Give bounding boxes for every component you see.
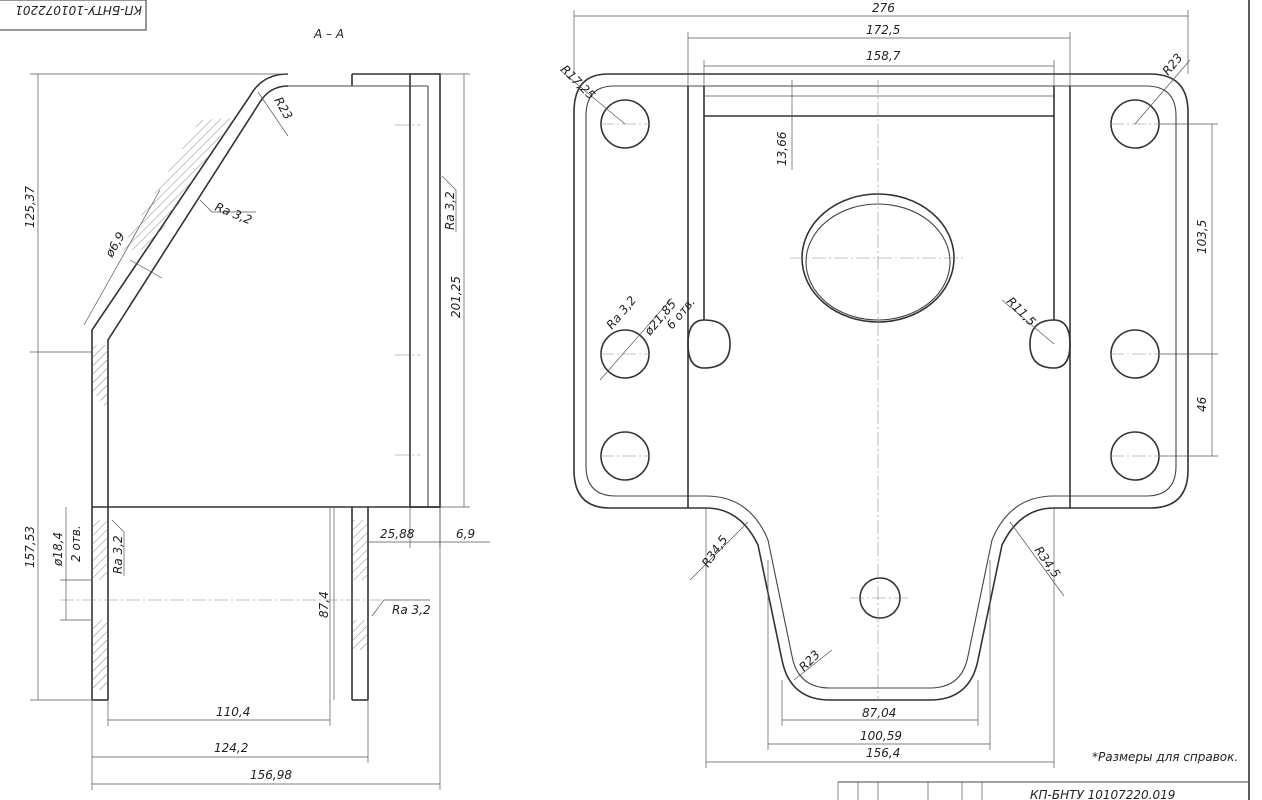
plan-dim-46: 46 [1195,396,1209,412]
dim-height-87: 87,4 [317,591,331,618]
dim-height-total: 201,25 [449,276,463,318]
dim-ra-left: Ra 3,2 [111,535,125,574]
plan-ra-hole: Ra 3,2 [604,293,640,332]
dim-radius-top: R23 [271,95,295,122]
dim-width-156: 156,98 [250,768,292,782]
dim-ra-right: Ra 3,2 [443,191,457,230]
flipped-stamp-text: КП-БНТУ-101072201 [15,3,142,17]
title-code: КП-БНТУ 10107220.019 [1030,788,1175,800]
dim-width-124: 124,2 [214,741,248,755]
plan-dimensions [559,10,1218,768]
plan-dim-100: 100,59 [860,729,902,743]
plan-radius-tl: R17,25 [558,62,598,102]
dim-height-upper: 125,37 [23,186,37,228]
plan-dim-87: 87,04 [862,706,896,720]
dim-ra-slope: Ra 3,2 [213,200,254,227]
section-label: А – А [313,27,344,41]
plan-dim-172: 172,5 [866,23,900,37]
plan-radius-right: R34,5 [1032,544,1064,581]
dim-width-6: 6,9 [456,527,475,541]
section-dimensions [30,73,490,790]
section-outline [60,73,441,701]
plan-radius-bottom: R23 [796,648,823,675]
plan-dim-276: 276 [872,1,895,15]
dim-ra-mid: Ra 3,2 [392,603,431,617]
plan-dim-13: 13,66 [775,131,789,166]
plan-radius-left: R34,5 [699,533,731,570]
plan-note: *Размеры для справок. [1092,750,1238,764]
plan-outline [573,73,1189,701]
plan-dim-103: 103,5 [1195,220,1209,254]
plan-radius-slot: R11,5 [1004,294,1039,329]
plan-radius-tr: R23 [1160,51,1186,78]
dim-height-lower: 157,53 [23,526,37,568]
plan-dim-158: 158,7 [866,49,901,63]
drawing-frame [837,0,1250,800]
dim-width-25: 25,88 [380,527,415,541]
dim-width-110: 110,4 [216,705,250,719]
plan-dim-156: 156,4 [866,746,900,760]
flipped-stamp: КП-БНТУ-101072201 [0,0,147,31]
dim-hole-count: 2 отв. [69,525,83,562]
dim-hole-dia: ø18,4 [51,532,65,567]
